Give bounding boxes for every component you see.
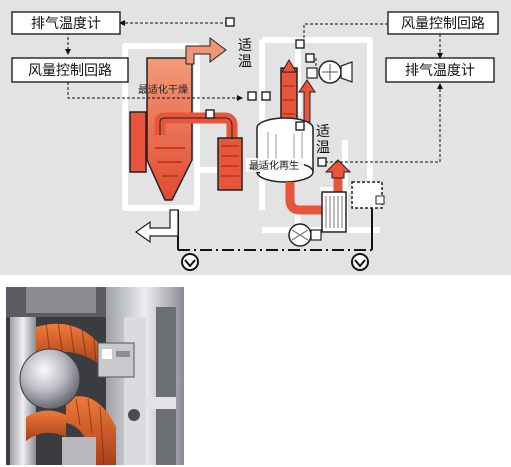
diagram-panel bbox=[0, 0, 511, 275]
regen-return-arrow bbox=[324, 159, 352, 179]
airflow-control-right-label: 风量控制回路 bbox=[401, 16, 485, 32]
airflow-control-right-box: 风量控制回路 bbox=[387, 11, 499, 35]
optimal-temp-mid-label: 适温 bbox=[316, 124, 330, 156]
process-diagram: 排气温度计 风量控制回路 风量控制回路 排气温度计 适温 适温 最适化干燥 最适… bbox=[0, 0, 511, 275]
exhaust-meter-left-box: 排气温度计 bbox=[11, 11, 121, 35]
regen-up-arrow bbox=[298, 79, 316, 123]
airflow-control-left-label: 风量控制回路 bbox=[28, 63, 112, 79]
main-blower bbox=[288, 223, 322, 247]
right-wheel bbox=[351, 253, 369, 271]
exhaust-meter-right-label: 排气温度计 bbox=[405, 63, 475, 79]
optimal-drying-label: 最适化干燥 bbox=[138, 83, 188, 96]
exhaust-meter-left-label: 排气温度计 bbox=[31, 16, 101, 32]
airflow-control-left-box: 风量控制回路 bbox=[11, 57, 129, 83]
dryer-hopper bbox=[129, 57, 193, 201]
filter-unit bbox=[321, 191, 347, 233]
control-box bbox=[351, 181, 385, 209]
optimal-regen-label: 最适化再生 bbox=[249, 159, 299, 172]
left-wheel bbox=[181, 253, 199, 271]
discharge-arrow bbox=[134, 209, 179, 244]
optimal-temp-top-label: 适温 bbox=[238, 38, 252, 70]
sensor-nodes bbox=[205, 17, 327, 167]
regen-blower bbox=[306, 60, 353, 84]
exhaust-arrow bbox=[185, 37, 227, 65]
exhaust-meter-right-box: 排气温度计 bbox=[385, 57, 495, 83]
equipment-photo bbox=[6, 287, 184, 465]
